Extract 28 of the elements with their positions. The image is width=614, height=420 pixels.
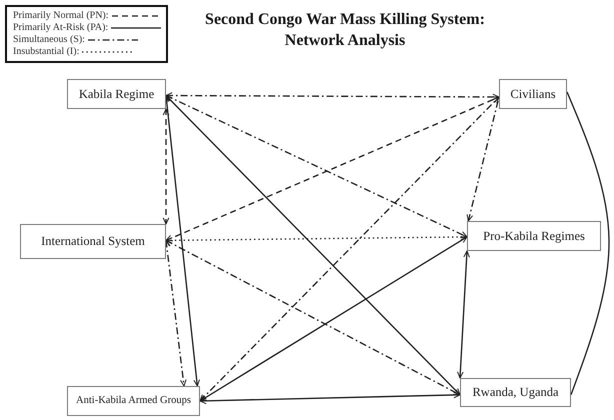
solid-arrow xyxy=(166,95,460,396)
solid-arrow xyxy=(457,250,470,378)
dashed-arrow xyxy=(162,108,170,224)
node-label: Civilians xyxy=(510,86,556,102)
diagram-title: Second Congo War Mass Killing System: Network Analysis xyxy=(204,10,486,51)
entity-box xyxy=(499,79,567,109)
legend-label: Insubstantial (I): xyxy=(13,46,80,58)
entity-box xyxy=(67,386,200,416)
node-label: Anti-Kabila Armed Groups xyxy=(76,394,191,408)
legend-label: Primarily Normal (PN): xyxy=(13,10,109,22)
solid-arrow xyxy=(200,236,468,402)
solid-arrow xyxy=(200,392,460,404)
solid-line xyxy=(566,92,610,396)
dash-dot-arrow xyxy=(166,240,460,396)
dotted-arrow xyxy=(166,234,468,244)
legend-label: Primarily At-Risk (PA): xyxy=(13,22,108,34)
node-label: Rwanda, Uganda xyxy=(472,385,559,400)
dash-dot-arrow xyxy=(166,92,500,100)
legend-label: Simultaneous (S): xyxy=(13,34,85,46)
node-label: Kabila Regime xyxy=(78,86,154,102)
entity-box xyxy=(20,224,166,259)
entity-box xyxy=(67,79,166,109)
node-label: Pro-Kabila Regimes xyxy=(483,228,585,244)
entity-box xyxy=(460,378,571,407)
node-label: International System xyxy=(41,234,145,249)
entity-box xyxy=(467,221,601,251)
dash-dot-arrow xyxy=(466,96,501,222)
dash-dot-arrow xyxy=(200,96,500,402)
